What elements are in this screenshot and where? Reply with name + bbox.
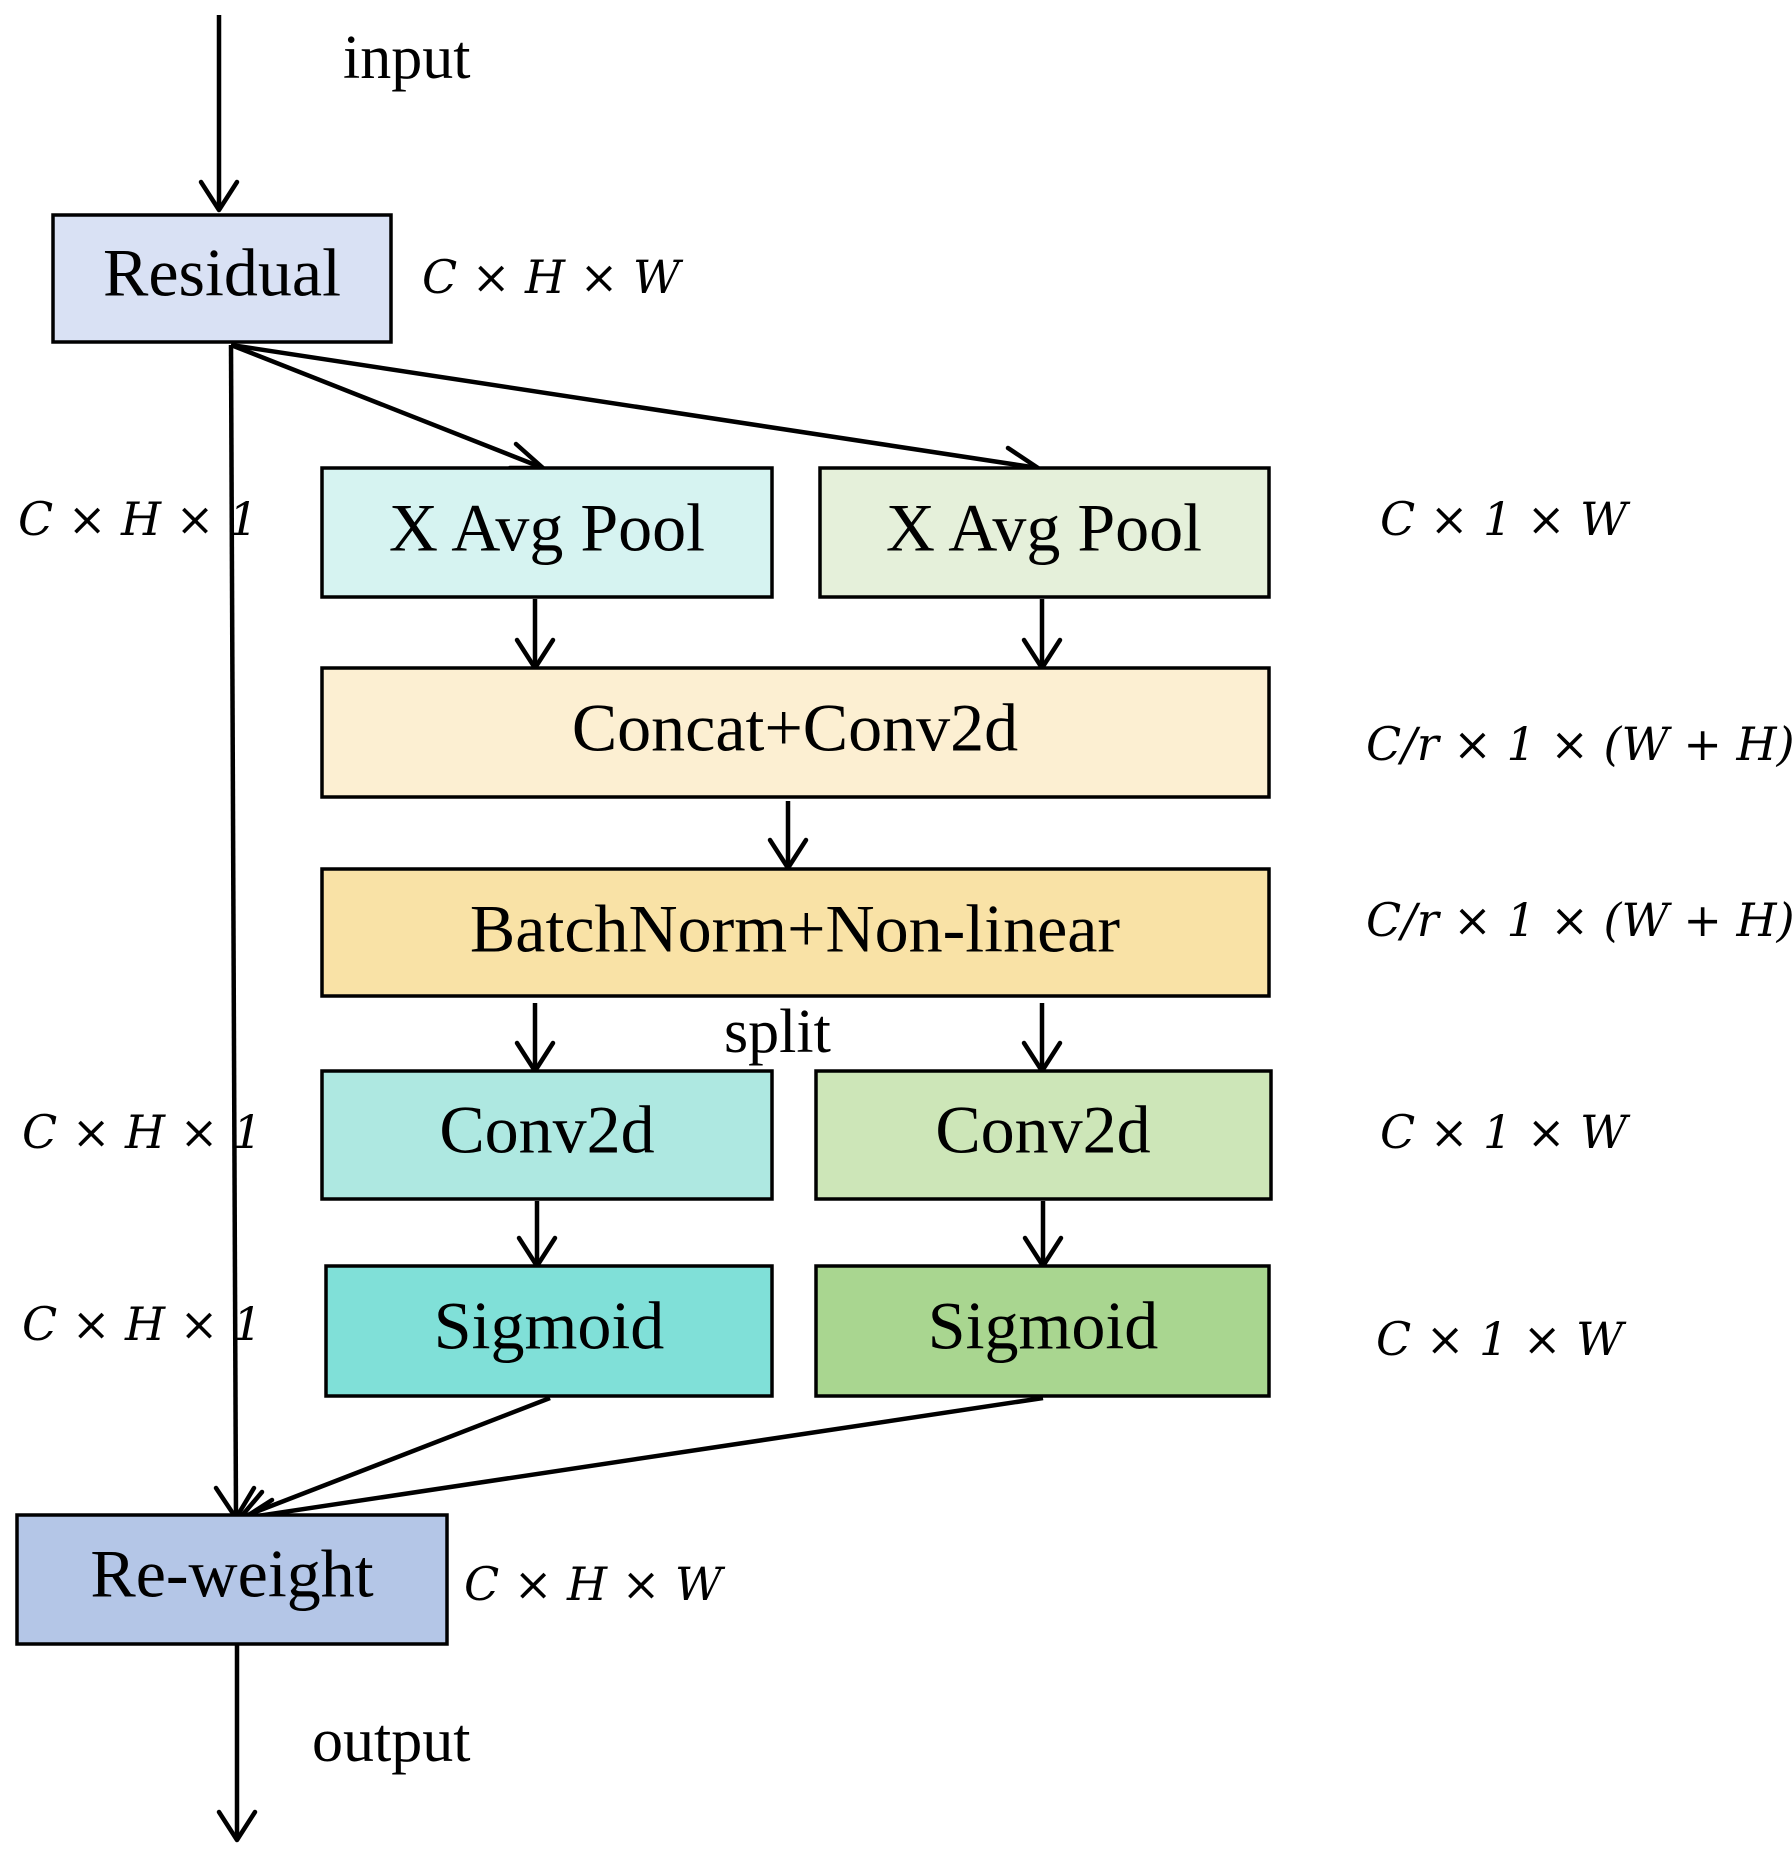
- sigmoid-left-label: Sigmoid: [434, 1288, 665, 1364]
- sigmoid-right-label: Sigmoid: [928, 1288, 1159, 1364]
- left-conv-dimension: C × H × 1: [22, 1105, 262, 1159]
- output-edge: [216, 1645, 258, 1843]
- x-avg-pool-right-box: X Avg Pool: [818, 466, 1271, 599]
- right-sigmoid-dimension: C × 1 × W: [1376, 1312, 1627, 1366]
- reweight-box: Re-weight: [15, 1513, 449, 1646]
- left-sigmoid-to-reweight-edge: [237, 1395, 551, 1521]
- right-conv-dimension: C × 1 × W: [1380, 1105, 1631, 1159]
- input-label: input: [343, 24, 470, 92]
- left-conv-to-sigmoid-edge: [516, 1201, 558, 1269]
- batchnorm-to-right-conv-edge: [1021, 1003, 1063, 1074]
- x-avg-pool-right-label: X Avg Pool: [886, 490, 1202, 566]
- batchnorm-to-left-conv-edge: [514, 1003, 556, 1074]
- batchnorm-nonlinear-box: BatchNorm+Non-linear: [320, 867, 1271, 998]
- input-edge: [198, 15, 240, 213]
- conv2d-left-box: Conv2d: [320, 1069, 774, 1201]
- residual-box: Residual: [51, 213, 393, 344]
- x-avg-pool-left-label: X Avg Pool: [389, 490, 705, 566]
- concat-to-batchnorm-edge: [767, 801, 809, 871]
- right-pool-dimension: C × 1 × W: [1380, 492, 1631, 546]
- batchnorm-dimension: C/r × 1 × (W + H): [1366, 893, 1792, 947]
- left-pool-dimension: C × H × 1: [18, 492, 258, 546]
- sigmoid-left-box: Sigmoid: [324, 1264, 774, 1398]
- conv2d-right-label: Conv2d: [935, 1092, 1150, 1168]
- concat-conv2d-label: Concat+Conv2d: [572, 690, 1018, 766]
- reweight-dimension: C × H × W: [464, 1557, 726, 1611]
- split-label: split: [724, 998, 831, 1066]
- concat-dimension: C/r × 1 × (W + H): [1366, 717, 1792, 771]
- left-pool-to-concat-edge: [514, 599, 556, 671]
- residual-dimension: C × H × W: [422, 250, 684, 304]
- x-avg-pool-left-box: X Avg Pool: [320, 466, 774, 599]
- conv2d-right-box: Conv2d: [814, 1069, 1273, 1201]
- left-sigmoid-dimension: C × H × 1: [22, 1297, 262, 1351]
- reweight-label: Re-weight: [90, 1536, 373, 1612]
- residual-label: Residual: [103, 235, 341, 311]
- batchnorm-nonlinear-label: BatchNorm+Non-linear: [470, 891, 1121, 967]
- residual-to-right-pool-edge: [230, 342, 1041, 477]
- residual-to-left-pool-edge: [230, 342, 546, 471]
- output-label: output: [312, 1707, 470, 1775]
- right-sigmoid-to-reweight-edge: [241, 1395, 1044, 1527]
- sigmoid-right-box: Sigmoid: [814, 1264, 1271, 1398]
- concat-conv2d-box: Concat+Conv2d: [320, 666, 1271, 799]
- right-pool-to-concat-edge: [1021, 599, 1063, 671]
- conv2d-left-label: Conv2d: [439, 1092, 654, 1168]
- right-conv-to-sigmoid-edge: [1022, 1201, 1064, 1269]
